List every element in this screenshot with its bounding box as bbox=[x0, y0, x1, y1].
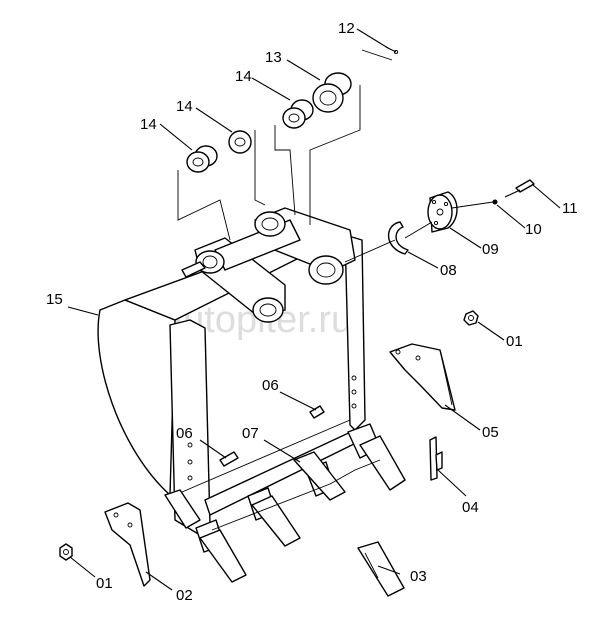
callout-02: 02 bbox=[176, 587, 193, 604]
callout-10: 10 bbox=[525, 221, 542, 238]
mounting-brackets bbox=[181, 207, 356, 323]
callout-15: 15 bbox=[46, 291, 63, 308]
bolt-11 bbox=[504, 179, 535, 198]
pin-06-upper bbox=[309, 405, 325, 419]
callout-06-lower: 06 bbox=[176, 425, 193, 442]
bushing-14-left bbox=[186, 145, 218, 173]
axis-lines bbox=[344, 49, 494, 263]
callout-04: 04 bbox=[462, 499, 479, 516]
side-cutter-02 bbox=[104, 502, 151, 587]
side-cutter-05 bbox=[389, 343, 456, 411]
callout-14-right: 14 bbox=[235, 68, 252, 85]
callout-06-upper: 06 bbox=[262, 377, 279, 394]
callout-11: 11 bbox=[562, 200, 578, 217]
callout-07: 07 bbox=[242, 425, 259, 442]
callout-14-middle: 14 bbox=[176, 98, 193, 115]
callout-01-right: 01 bbox=[506, 333, 523, 350]
teeth-03 bbox=[199, 435, 406, 597]
lock-pin-04 bbox=[429, 436, 443, 481]
callout-01-left: 01 bbox=[96, 575, 113, 592]
washer-10 bbox=[492, 199, 498, 205]
callout-12: 12 bbox=[338, 20, 355, 37]
bushing-13 bbox=[312, 72, 352, 113]
leader-lines bbox=[67, 28, 561, 591]
callout-08: 08 bbox=[440, 262, 457, 279]
callout-03: 03 bbox=[410, 568, 427, 585]
bucket-body bbox=[97, 224, 366, 536]
bushing-guide-lines bbox=[177, 85, 361, 241]
callout-05: 05 bbox=[482, 424, 499, 441]
callout-labels: 12 13 14 14 14 11 10 09 08 15 01 05 06 0… bbox=[46, 20, 578, 604]
callout-14-left: 14 bbox=[140, 116, 157, 133]
bushing-14-right bbox=[282, 99, 314, 129]
callout-09: 09 bbox=[482, 241, 499, 258]
tooth-centre-line bbox=[211, 459, 381, 531]
callout-13: 13 bbox=[265, 49, 282, 66]
nut-01-right bbox=[463, 310, 479, 326]
bushing-14-middle bbox=[228, 130, 252, 154]
retaining-ring-08 bbox=[387, 221, 409, 255]
collar-09 bbox=[427, 191, 458, 233]
pin-06-lower bbox=[219, 451, 239, 467]
nut-01-left bbox=[59, 543, 73, 561]
